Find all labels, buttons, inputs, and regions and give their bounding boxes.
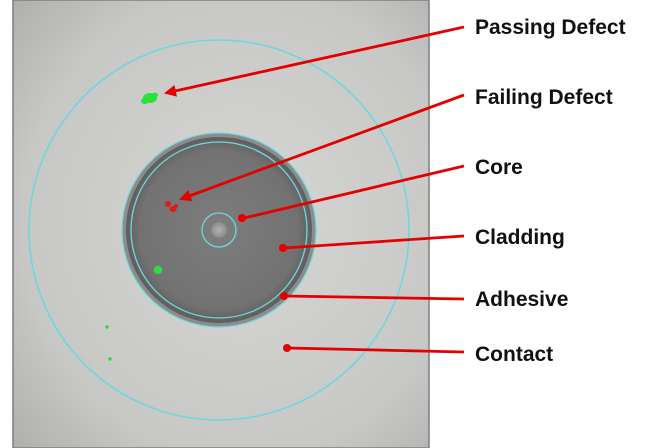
label-contact: Contact	[475, 343, 553, 366]
passing-defect-small	[153, 265, 163, 275]
fiber-core	[211, 222, 227, 238]
failing-defect-arrow	[179, 93, 465, 202]
endface-image	[12, 0, 430, 448]
label-core: Core	[475, 156, 523, 179]
image-frame	[12, 0, 430, 448]
adhesive-zone-ring	[121, 132, 317, 328]
failing-defect	[165, 201, 178, 212]
annotation-pointer-dots	[238, 214, 291, 352]
label-adhesive: Adhesive	[475, 288, 568, 311]
annotation-labels: Passing Defect Failing Defect Core Cladd…	[475, 16, 626, 366]
core-pointer-dot	[238, 214, 246, 222]
cladding-arrow	[283, 234, 465, 250]
passing-defect-large	[141, 92, 158, 104]
cladding-pointer-dot	[279, 244, 287, 252]
passing-defect-dot	[108, 357, 112, 361]
passing-defect-dot	[105, 325, 109, 329]
contact-pointer-dot	[283, 344, 291, 352]
core-arrow	[243, 164, 465, 220]
adhesive-pointer-dot	[280, 292, 288, 300]
label-passing-defect: Passing Defect	[475, 16, 626, 39]
label-cladding: Cladding	[475, 226, 565, 249]
label-failing-defect: Failing Defect	[475, 86, 613, 109]
contact-arrow	[287, 346, 465, 354]
annotation-arrows	[164, 25, 465, 354]
core-zone-ring	[201, 212, 237, 248]
contact-zone-ring	[28, 39, 410, 421]
passing-defect-arrow	[164, 25, 465, 97]
adhesive-arrow	[284, 294, 465, 301]
cladding-zone-ring	[130, 141, 308, 319]
